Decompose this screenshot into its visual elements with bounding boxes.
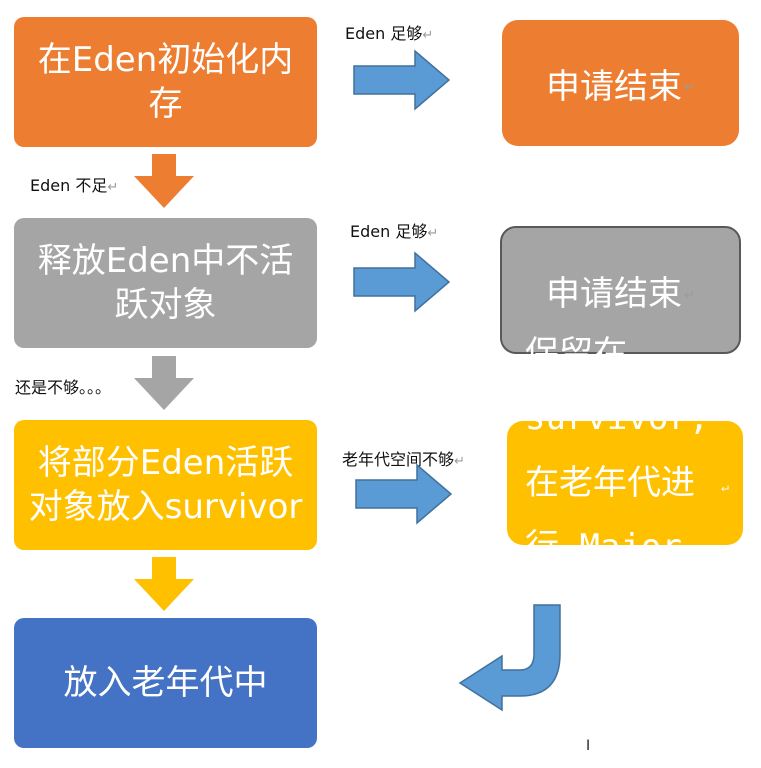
return-mark: ↵ <box>684 287 695 303</box>
step-release-inactive-text: 释放Eden中不活跃对象 <box>37 240 294 325</box>
step-old-generation-box: 放入老年代中 <box>14 618 317 748</box>
text-cursor-icon: Ⅰ <box>586 738 591 754</box>
step-move-to-survivor-box: 将部分Eden活跃对象放入survivor <box>14 420 317 550</box>
step-init-eden-text: 在Eden初始化内存 <box>37 39 294 124</box>
right-arrow-icon <box>355 463 453 525</box>
return-mark: ↵ <box>684 79 695 95</box>
step-init-eden-box: 在Eden初始化内存 <box>14 17 317 147</box>
label-eden-not-enough: Eden 不足↵ <box>30 176 119 195</box>
right-arrow-icon <box>353 49 451 111</box>
curved-left-arrow-icon <box>458 604 561 712</box>
step-release-inactive-box: 释放Eden中不活跃对象 <box>14 218 317 348</box>
label-eden-enough-2: Eden 足够↵ <box>350 222 439 241</box>
major-gc-note-text: 保留在 survivor, 在老年代进行 Major GC <box>525 333 710 632</box>
label-still-not-enough: 还是不够。。。 <box>15 378 112 397</box>
return-mark: ↵ <box>721 480 729 496</box>
major-gc-note-box: 保留在 survivor, 在老年代进行 Major GC ↵ <box>507 334 743 632</box>
request-end-box-2: 申请结束 ↵ <box>500 226 741 354</box>
down-arrow-icon <box>134 557 194 611</box>
step-move-to-survivor-text: 将部分Eden活跃对象放入survivor <box>28 442 303 527</box>
down-arrow-icon <box>134 154 194 208</box>
request-end-text-1: 申请结束 <box>546 66 683 107</box>
step-old-generation-text: 放入老年代中 <box>63 662 268 703</box>
right-arrow-icon <box>353 251 451 313</box>
label-old-gen-not-enough: 老年代空间不够↵ <box>342 450 465 469</box>
request-end-text-2: 申请结束 <box>546 273 683 314</box>
label-eden-enough-1: Eden 足够↵ <box>345 24 434 43</box>
down-arrow-icon <box>134 356 194 410</box>
request-end-box-1: 申请结束 ↵ <box>502 20 739 146</box>
